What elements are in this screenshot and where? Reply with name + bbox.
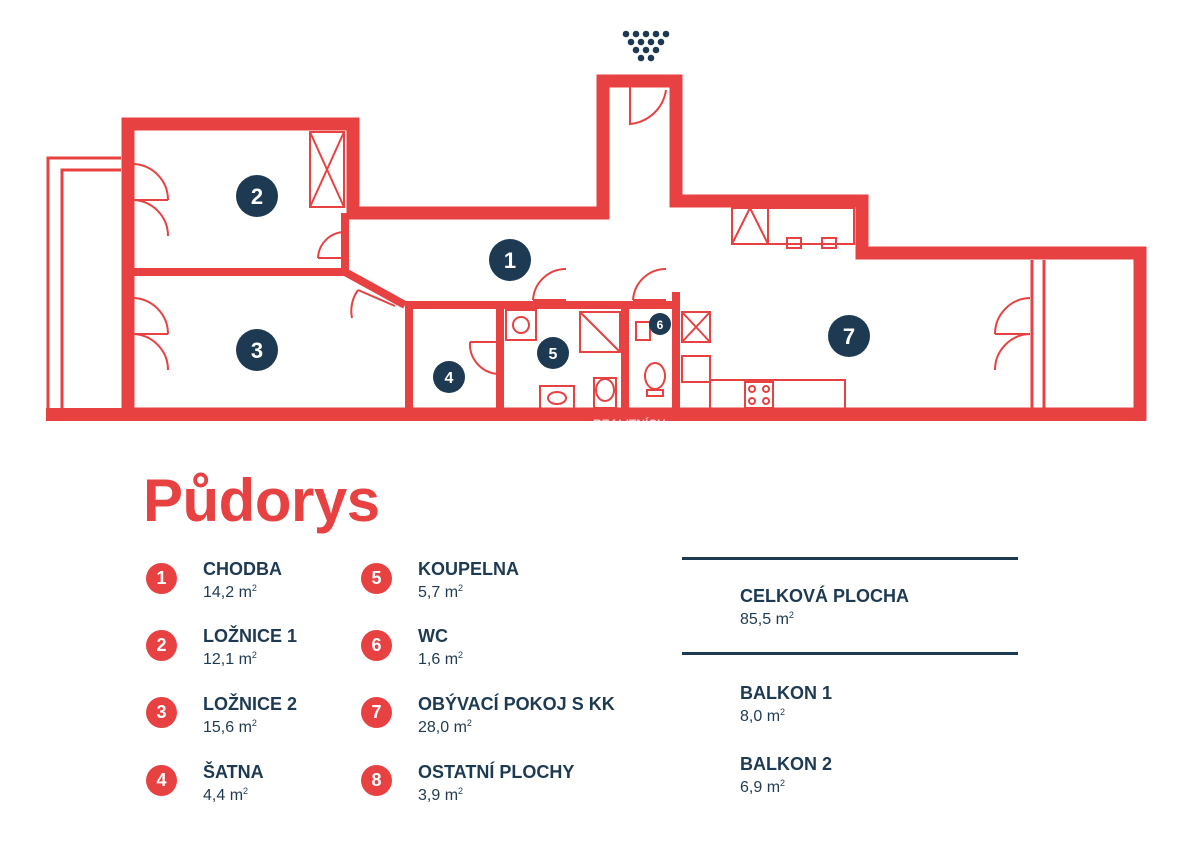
- legend-area-4: 4,4 m2: [203, 786, 249, 804]
- room-badge-3: [236, 329, 278, 371]
- room-badge-2-label: 2: [251, 184, 263, 209]
- interior-walls: [128, 213, 680, 414]
- room-badge-2: [236, 175, 278, 217]
- balcony1-value: 8,0 m2: [740, 707, 786, 725]
- room-badges: 1 2 3 4 5 6 7: [236, 175, 870, 393]
- legend-name-8: OSTATNÍ PLOCHY: [418, 762, 575, 782]
- legend-badge-1: 1: [146, 563, 177, 594]
- legend-name-5: KOUPELNA: [418, 559, 520, 579]
- legend-area-2: 12,1 m2: [203, 650, 257, 668]
- page-title: Půdorys: [143, 467, 380, 534]
- legend-name-6: WC: [418, 626, 448, 646]
- room-badge-5: [537, 337, 569, 369]
- legend-badge-8: 8: [361, 765, 392, 796]
- legend-badge-3: 3: [146, 697, 177, 728]
- balcony-outlines: [46, 156, 1046, 420]
- room-badge-5-label: 5: [549, 346, 558, 363]
- compass-icon: [622, 30, 670, 62]
- legend-name-3: LOŽNICE 2: [203, 694, 298, 714]
- legend-area-6: 1,6 m2: [418, 650, 464, 668]
- legend-area-1: 14,2 m2: [203, 583, 257, 601]
- room-badge-6-label: 6: [657, 318, 664, 332]
- room-badge-3-label: 3: [251, 338, 263, 363]
- floor-plan: 1 2 3 4 5 6 7 REALITNÍCH: [46, 30, 1147, 431]
- room-badge-7-label: 7: [843, 324, 855, 349]
- total-area-label: CELKOVÁ PLOCHA: [740, 586, 910, 606]
- room-badge-4: [433, 361, 465, 393]
- legend-area-8: 3,9 m2: [418, 786, 464, 804]
- room-badge-6: [649, 313, 671, 335]
- balcony2-label: BALKON 2: [740, 754, 833, 774]
- legend-area-3: 15,6 m2: [203, 718, 257, 736]
- legend-name-7: OBÝVACÍ POKOJ S KK: [418, 694, 615, 714]
- legend-area-7: 28,0 m2: [418, 718, 472, 736]
- bottom-wall: [46, 408, 1146, 421]
- divider-bottom: [682, 652, 1018, 655]
- total-area-value: 85,5 m2: [740, 610, 794, 628]
- room-badge-1: [489, 239, 531, 281]
- outer-walls: [121, 74, 1147, 421]
- divider-top: [682, 557, 1018, 560]
- legend-name-1: CHODBA: [203, 559, 282, 579]
- balcony2-value: 6,9 m2: [740, 778, 786, 796]
- fixtures: [309, 131, 855, 411]
- doors: [131, 84, 1031, 375]
- balcony1-label: BALKON 1: [740, 683, 833, 703]
- legend-name-2: LOŽNICE 1: [203, 626, 298, 646]
- legend-badge-5: 5: [361, 563, 392, 594]
- room-badge-1-label: 1: [504, 248, 516, 273]
- legend-name-4: ŠATNA: [203, 762, 264, 782]
- legend-badge-6: 6: [361, 630, 392, 661]
- legend-area-5: 5,7 m2: [418, 583, 464, 601]
- room-badge-4-label: 4: [445, 370, 454, 387]
- legend-badge-7: 7: [361, 697, 392, 728]
- room-badge-7: [828, 315, 870, 357]
- watermark: REALITNÍCH: [593, 416, 666, 431]
- legend-badge-4: 4: [146, 765, 177, 796]
- legend-badge-2: 2: [146, 630, 177, 661]
